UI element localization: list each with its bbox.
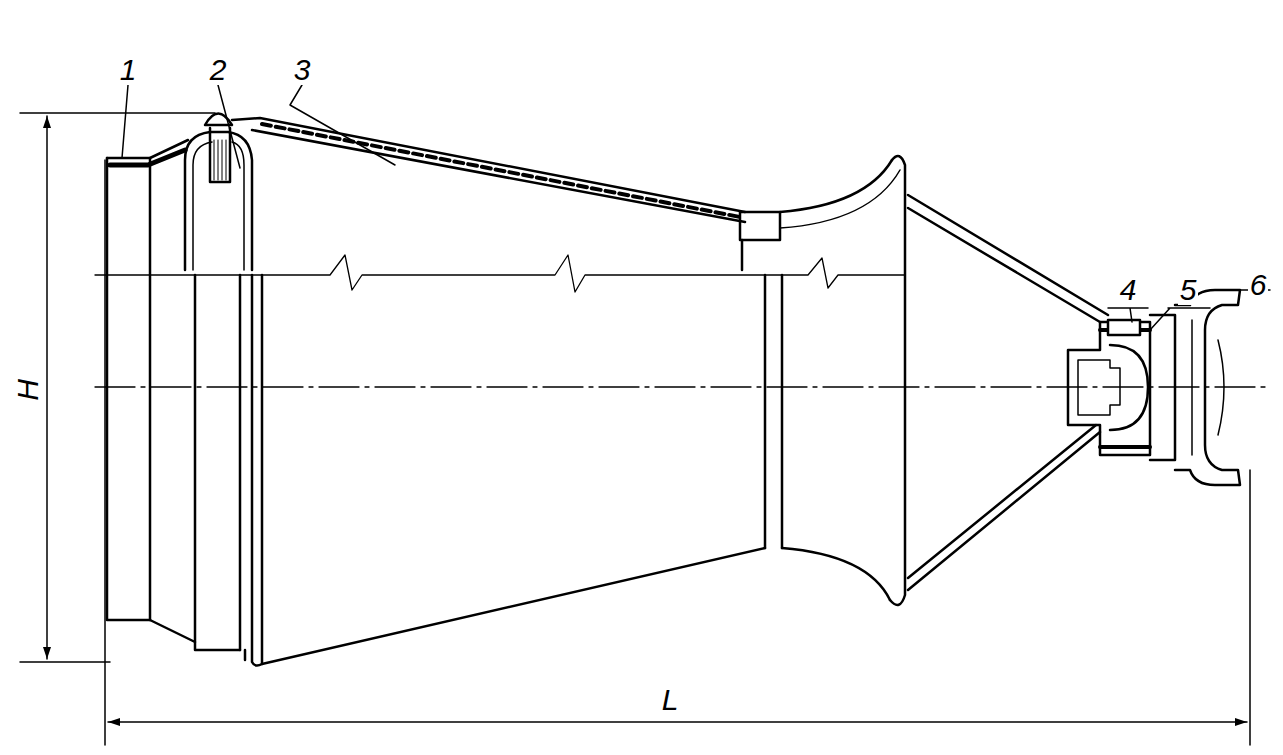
callout-number: 1 bbox=[118, 55, 139, 85]
dimension-label: L bbox=[660, 685, 681, 715]
callout-number: 6 bbox=[1248, 270, 1269, 300]
dimension-label: H bbox=[13, 377, 43, 403]
callout-number: 4 bbox=[1118, 275, 1139, 305]
callout-number: 3 bbox=[292, 55, 313, 85]
callout-number: 2 bbox=[208, 55, 229, 85]
callout-number: 5 bbox=[1178, 275, 1199, 305]
